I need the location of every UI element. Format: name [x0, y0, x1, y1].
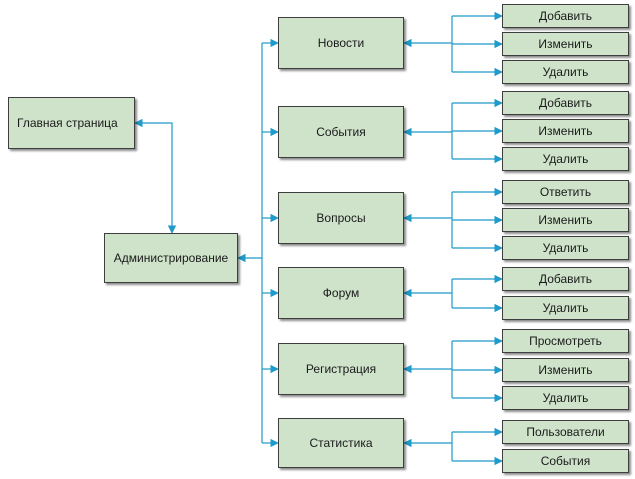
- action-node: События: [502, 449, 629, 473]
- home-admin-connector: [134, 118, 177, 234]
- action-label: Изменить: [538, 363, 593, 377]
- action-label: Ответить: [539, 185, 592, 199]
- action-label: Просмотреть: [529, 334, 602, 348]
- action-node: Удалить: [502, 386, 629, 410]
- section-label: Форум: [322, 286, 360, 300]
- action-label: Изменить: [538, 213, 593, 227]
- section-label: События: [316, 125, 366, 139]
- action-label: Изменить: [538, 124, 593, 138]
- action-label: Удалить: [542, 152, 589, 166]
- action-node: Добавить: [502, 4, 629, 28]
- section-label: Регистрация: [305, 362, 377, 376]
- action-node: Изменить: [502, 208, 629, 232]
- action-label: Удалить: [542, 301, 589, 315]
- section-node-statistics: Статистика: [278, 418, 404, 468]
- section-label: Статистика: [309, 436, 373, 450]
- action-label: Добавить: [538, 9, 593, 23]
- action-node: Пользователи: [502, 420, 629, 444]
- section-label: Новости: [317, 36, 365, 50]
- action-node: Удалить: [502, 296, 629, 320]
- section-node-questions: Вопросы: [278, 192, 404, 244]
- administration-label: Администрирование: [113, 251, 229, 265]
- section-node-news: Новости: [278, 17, 404, 69]
- action-node: Добавить: [502, 91, 629, 115]
- action-node: Изменить: [502, 32, 629, 56]
- action-label: Изменить: [538, 37, 593, 51]
- action-label: Удалить: [542, 241, 589, 255]
- action-node: Добавить: [502, 267, 629, 291]
- action-node: Удалить: [502, 236, 629, 260]
- home-page-node: Главная страница: [8, 97, 135, 149]
- action-node: Изменить: [502, 358, 629, 382]
- home-page-label: Главная страница: [17, 116, 118, 130]
- action-node: Просмотреть: [502, 329, 629, 353]
- section-node-registration: Регистрация: [278, 343, 404, 395]
- section-label: Вопросы: [316, 211, 366, 225]
- action-label: Удалить: [542, 391, 589, 405]
- section-node-events: События: [278, 106, 404, 158]
- administration-node: Администрирование: [104, 233, 238, 283]
- action-node: Ответить: [502, 180, 629, 204]
- action-label: Удалить: [542, 65, 589, 79]
- action-label: Пользователи: [526, 425, 605, 439]
- action-node: Удалить: [502, 60, 629, 84]
- action-node: Удалить: [502, 147, 629, 171]
- action-label: Добавить: [538, 272, 593, 286]
- action-label: Добавить: [538, 96, 593, 110]
- action-label: События: [540, 454, 591, 468]
- action-node: Изменить: [502, 119, 629, 143]
- section-node-forum: Форум: [278, 267, 404, 319]
